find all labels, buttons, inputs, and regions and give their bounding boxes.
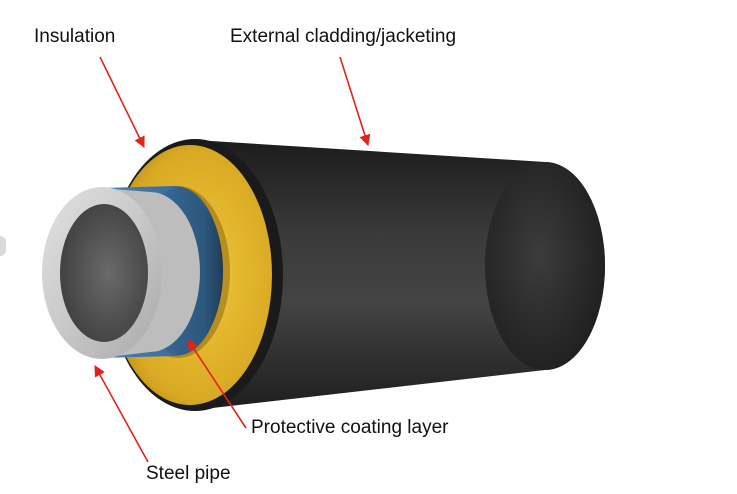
label-external-cladding: External cladding/jacketing	[230, 26, 457, 47]
edge-scroll-handle	[0, 236, 6, 256]
label-protective-coating: Protective coating layer	[251, 417, 449, 438]
arrow-coating	[187, 339, 247, 429]
arrow-steel-pipe	[94, 365, 149, 463]
label-steel-pipe: Steel pipe	[146, 463, 231, 484]
steel-pipe-bore	[60, 204, 148, 342]
label-insulation: Insulation	[34, 26, 116, 47]
arrow-cladding	[339, 56, 371, 147]
arrow-insulation	[99, 56, 145, 149]
jacket-end-cap	[485, 162, 605, 370]
